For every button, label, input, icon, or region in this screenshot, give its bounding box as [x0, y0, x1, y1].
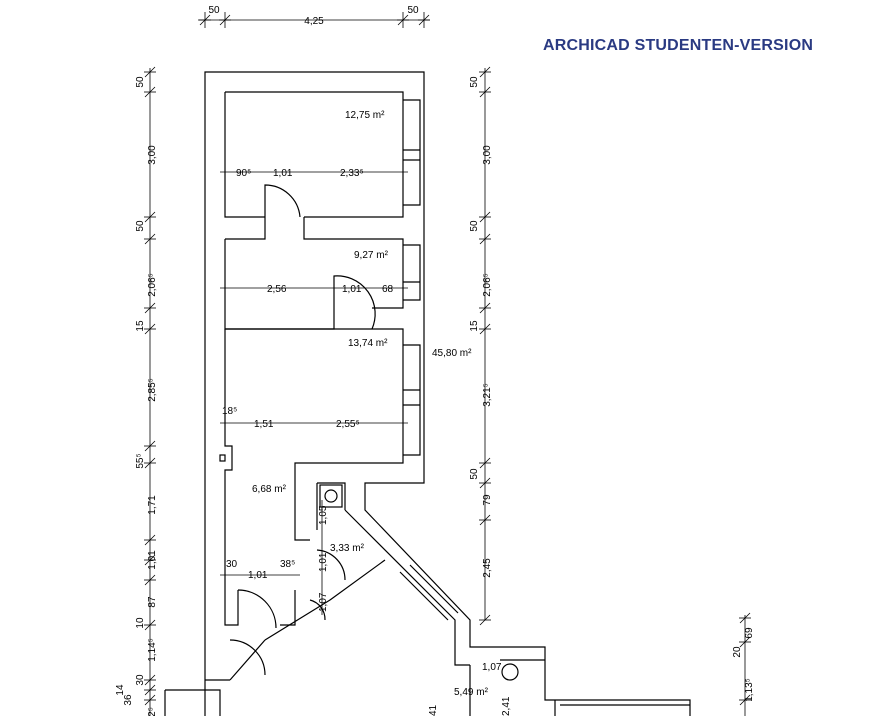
left-dim-14: 36 — [123, 694, 134, 706]
left-dim-5: 2,85⁵ — [147, 378, 158, 402]
room-area-5: 3,33 m² — [330, 543, 365, 554]
dim-bath-c: 38⁵ — [280, 559, 295, 570]
left-dim-1: 3,00 — [147, 145, 158, 165]
door-swing-3 — [237, 589, 277, 629]
dim-r2-b: 1,01 — [342, 284, 362, 295]
room-area-1: 12,75 m² — [345, 110, 385, 121]
dim-r3-c: 2,55⁵ — [336, 419, 360, 430]
dim-v-d: 2,41 — [501, 696, 512, 716]
left-dim-12: 30 — [135, 674, 146, 686]
right-dim-5: 3,21⁵ — [482, 383, 493, 407]
left-dim-8: 1,01 — [147, 550, 158, 570]
dim-r3-b: 1,51 — [254, 419, 274, 430]
room-area-3: 13,74 m² — [348, 338, 388, 349]
diagonal-wall-outer — [344, 509, 470, 666]
top-dim-middle: 4,25 — [304, 16, 324, 27]
room3-wall — [224, 328, 404, 580]
right-dim-8: 2,45 — [482, 558, 493, 578]
right-dim-7: 79 — [482, 494, 493, 506]
window-1 — [403, 99, 421, 206]
left-dim-9: 87 — [147, 596, 158, 608]
dim-bath-a: 30 — [226, 559, 238, 570]
right-dim-1: 3,00 — [482, 145, 493, 165]
right-dim-4: 15 — [469, 320, 480, 332]
dim-v-b: 1,01 — [318, 552, 329, 572]
dim-v-c: 1,07 — [318, 592, 329, 612]
dim-r1-b: 1,01 — [273, 168, 293, 179]
left-dim-13: 14 — [115, 684, 126, 696]
door-swing-1 — [264, 184, 301, 218]
room-area-6: 5,49 m² — [454, 687, 489, 698]
right-dim-3: 2,06⁵ — [482, 273, 493, 297]
dim-r1-a: 90⁵ — [236, 168, 251, 179]
room-area-2: 9,27 m² — [354, 250, 389, 261]
outer-wall — [204, 71, 691, 716]
dim-r2-c: 68 — [382, 284, 394, 295]
left-dim-7: 1,71 — [147, 495, 158, 515]
door-swing-2 — [333, 275, 376, 330]
door-swing-6 — [309, 599, 326, 621]
left-dim-15: 2⁵ — [147, 707, 158, 716]
dim-r1-c: 2,33⁵ — [340, 168, 364, 179]
window-3 — [403, 344, 421, 456]
bath-wall — [205, 580, 296, 681]
left-dim-0: 50 — [135, 76, 146, 88]
dim-v-e: 41 — [428, 704, 439, 716]
window-2 — [403, 244, 421, 301]
right-dim-6: 50 — [469, 468, 480, 480]
door-swing-5 — [316, 549, 346, 581]
far-right-dim-0: 69 — [744, 627, 755, 639]
watermark-text: ARCHICAD STUDENTEN-VERSION — [543, 37, 814, 54]
window-diag — [399, 564, 459, 621]
dim-v-a: 1,05 — [318, 505, 329, 525]
core-wall — [316, 482, 346, 530]
diagonal-wall-inner — [229, 559, 386, 681]
room-area-4: 6,68 m² — [252, 484, 287, 495]
right-dim-2: 50 — [469, 220, 480, 232]
dim-h-small: 1,07 — [482, 662, 502, 673]
dim-r2-a: 2,56 — [267, 284, 287, 295]
top-dim-left: 50 — [208, 5, 220, 16]
dim-r3-a: 18⁵ — [222, 406, 237, 417]
outer-wall-lower — [164, 689, 221, 716]
far-right-dim-1: 20 — [732, 646, 743, 658]
total-area: 45,80 m² — [432, 348, 472, 359]
lower-right-wall — [469, 659, 690, 716]
far-right-dim-2: 1,13⁵ — [744, 678, 755, 702]
dim-bath-b: 1,01 — [248, 570, 268, 581]
left-dim-4: 15 — [135, 320, 146, 332]
room2-wall — [224, 217, 404, 330]
right-dim-0: 50 — [469, 76, 480, 88]
left-dim-2: 50 — [135, 220, 146, 232]
left-dim-11: 1,14⁵ — [147, 638, 158, 662]
wall-marker — [219, 454, 226, 462]
fixture-box — [319, 484, 343, 508]
fixture-lower — [501, 663, 519, 681]
room1-wall — [224, 91, 404, 218]
left-dim-10: 10 — [135, 617, 146, 629]
left-dim-6: 55⁵ — [135, 453, 146, 468]
top-dim-right: 50 — [407, 5, 419, 16]
toilet-fixture — [324, 489, 338, 503]
door-swing-4 — [229, 639, 266, 676]
left-dim-3: 2,06⁵ — [147, 273, 158, 297]
